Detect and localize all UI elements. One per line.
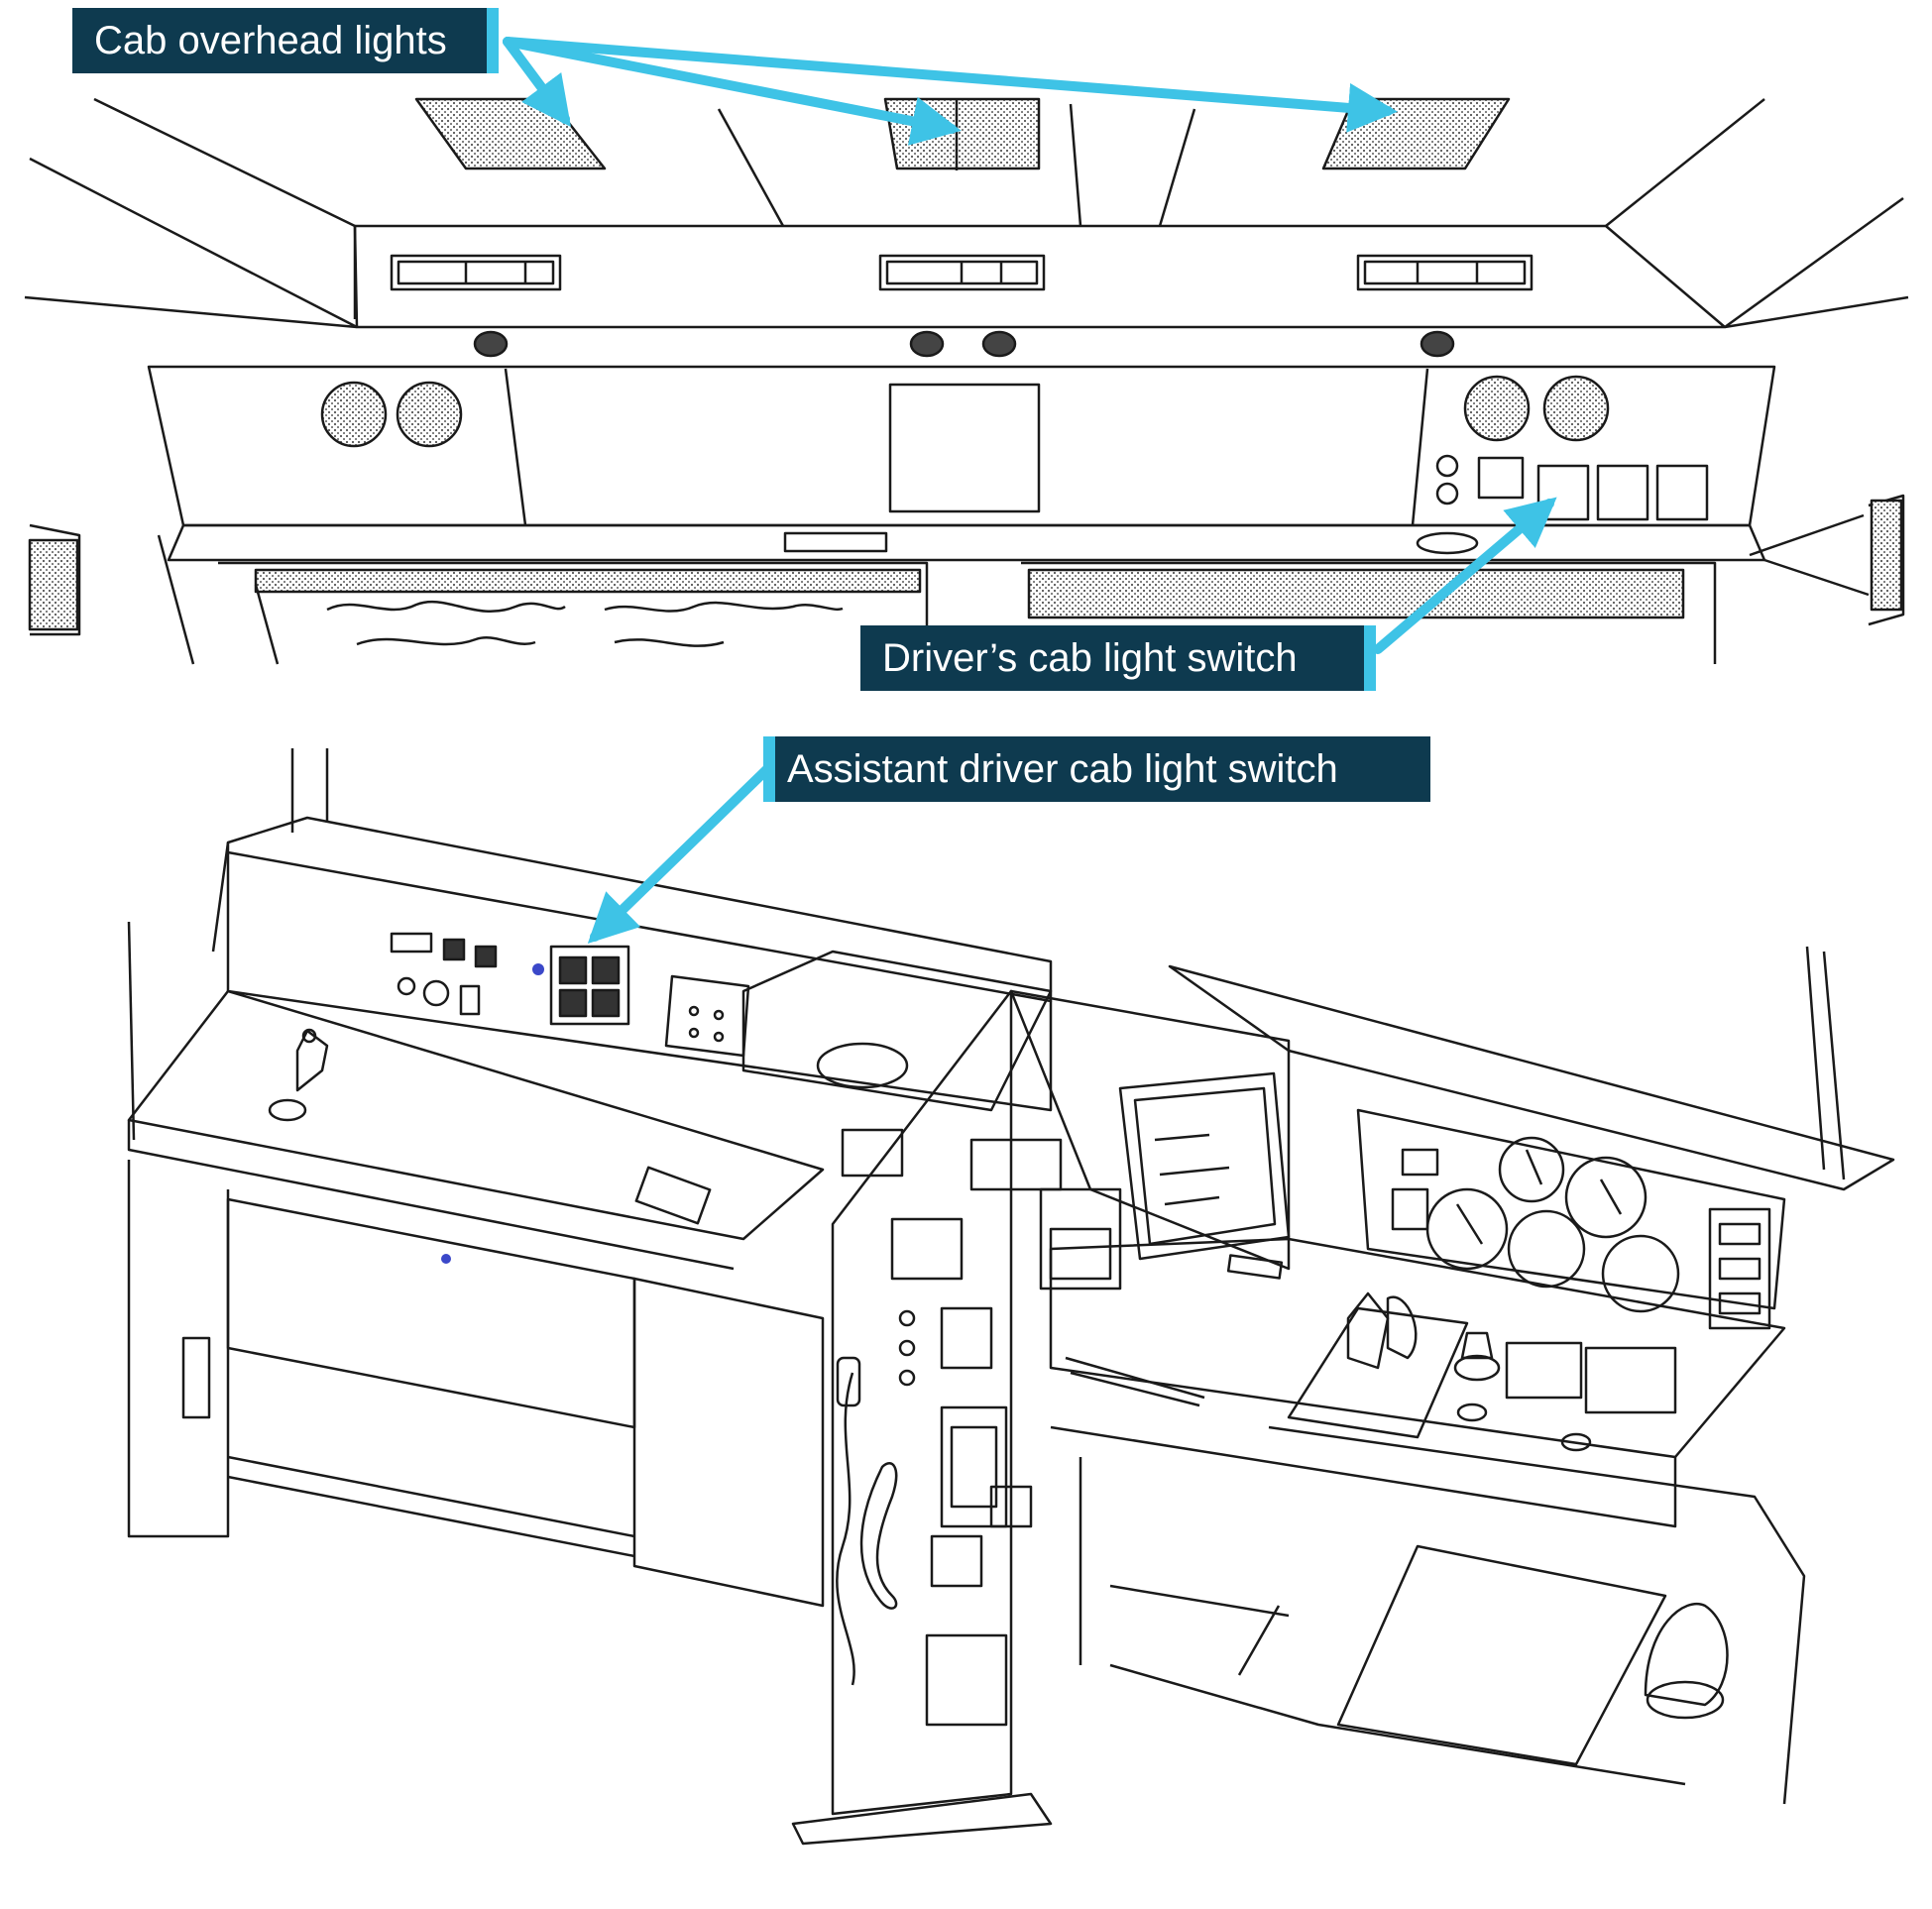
gauge-2 <box>1498 1136 1565 1203</box>
vent-left <box>390 254 562 291</box>
gauge-3 <box>1564 1156 1648 1239</box>
callout-overhead-lights-text: Cab overhead lights <box>94 19 447 62</box>
arrow-to-assistant-switch <box>587 763 773 944</box>
keypad <box>664 974 750 1058</box>
callout-accent-bar <box>1364 625 1376 691</box>
arrow-to-right-light <box>503 37 1398 133</box>
lamp-left-1 <box>320 381 388 448</box>
lamp-right-2 <box>1542 375 1610 442</box>
callout-accent-bar <box>763 736 775 802</box>
vent-right <box>1356 254 1534 291</box>
arrow-to-driver-switch <box>1373 497 1557 654</box>
vent-center <box>878 254 1046 291</box>
indicator-box <box>1477 456 1525 500</box>
overhead-light-center <box>883 97 1041 170</box>
overhead-light-left <box>414 97 607 170</box>
callout-driver-switch-text: Driver’s cab light switch <box>882 636 1298 680</box>
lamp-left-2 <box>396 381 463 448</box>
lamp-right-1 <box>1463 375 1531 442</box>
gauge-1 <box>1425 1187 1509 1271</box>
callout-overhead-lights: Cab overhead lights <box>72 8 499 73</box>
cab-ceiling-drawing <box>24 97 1909 665</box>
driver-light-switch <box>1536 464 1590 521</box>
callout-assistant-switch: Assistant driver cab light switch <box>763 736 1430 802</box>
arrow-to-center-light <box>503 37 962 146</box>
gauge-5 <box>1601 1234 1680 1313</box>
throttle-plate <box>1287 1306 1469 1439</box>
foot-pedal <box>1644 1603 1729 1707</box>
arrow-to-left-light <box>503 37 571 128</box>
driver-console-drawing <box>127 748 1895 1846</box>
display-screen <box>1118 1071 1291 1261</box>
callout-arrows <box>503 37 1557 944</box>
callout-assistant-switch-text: Assistant driver cab light switch <box>787 747 1338 791</box>
switch-block <box>390 932 433 954</box>
callout-driver-switch: Driver’s cab light switch <box>860 625 1376 691</box>
callout-accent-bar <box>487 8 499 73</box>
assistant-light-switch <box>549 945 630 1026</box>
switch-panel <box>1708 1207 1771 1330</box>
